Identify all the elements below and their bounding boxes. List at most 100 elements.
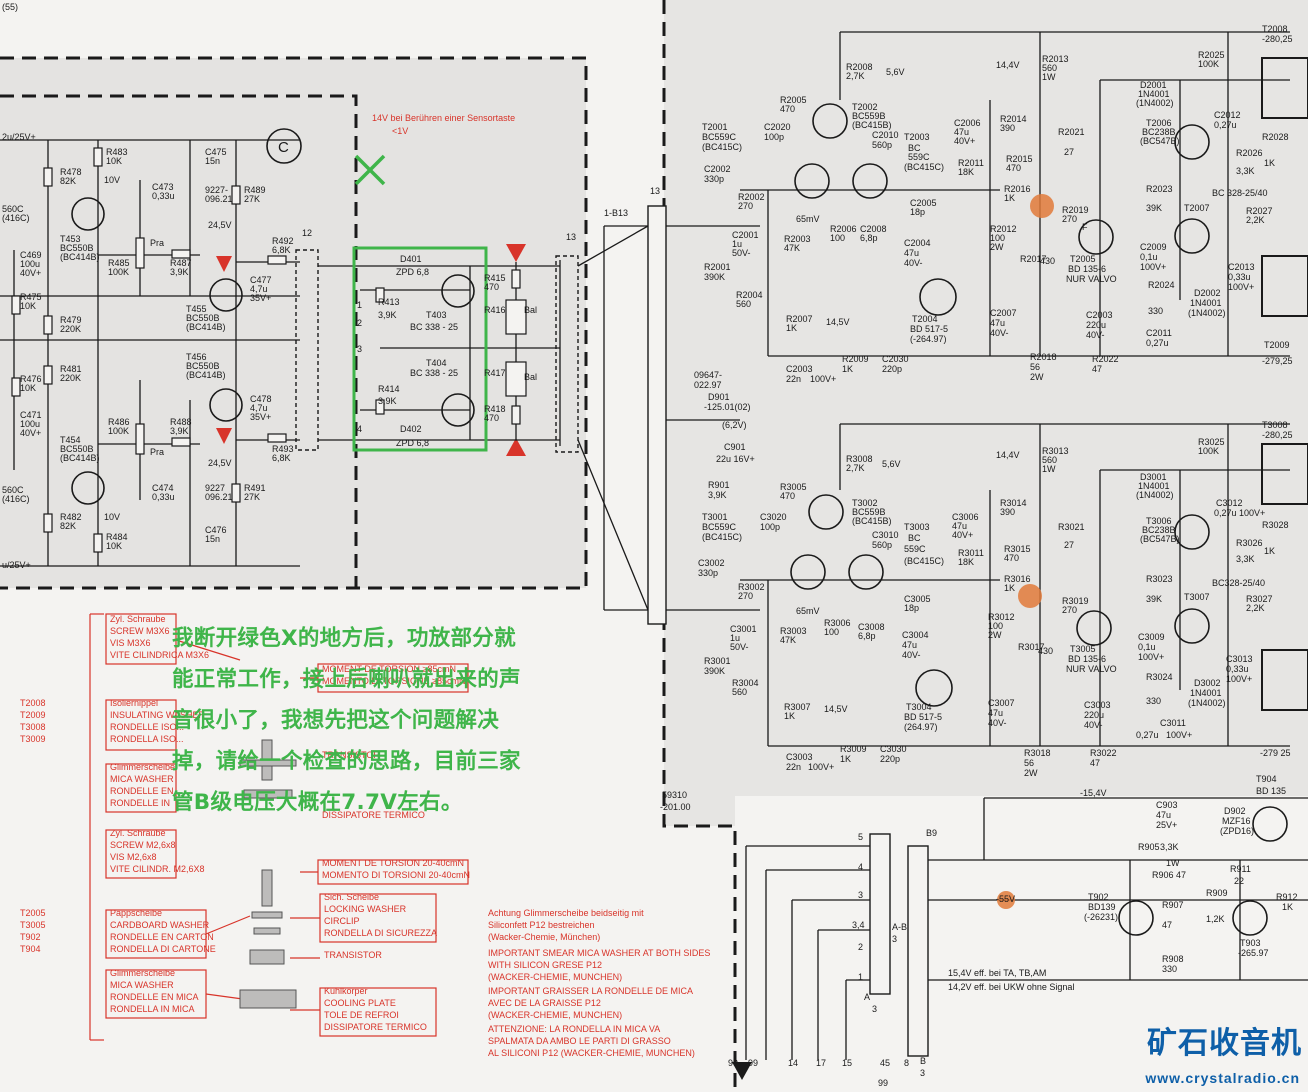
component-label: R2019: [1062, 205, 1089, 215]
component-label: A-B: [892, 922, 907, 932]
component-label: BC559C: [702, 522, 737, 532]
component-label: 47K: [784, 243, 800, 253]
component-label: -280,25: [1262, 430, 1293, 440]
component-label: 1N4001: [1190, 298, 1222, 308]
component-label: 270: [1062, 214, 1077, 224]
component-label: 10K: [20, 301, 36, 311]
component-label: 40V+: [954, 136, 975, 146]
bus-wiring: [577, 225, 760, 611]
component-label: 9227: [205, 483, 225, 493]
component-label: T2007: [1184, 203, 1210, 213]
component-label: 6,8K: [272, 245, 291, 255]
component-label: (BC415C): [904, 556, 944, 566]
component-label: 0,33u: [152, 492, 175, 502]
component-label: R2028: [1262, 132, 1289, 142]
component-label: R911: [1230, 864, 1251, 874]
component-label: C3010: [872, 530, 899, 540]
component-label: C3012: [1216, 498, 1243, 508]
parts-note: IMPORTANT SMEAR MICA WASHER AT BOTH SIDE…: [488, 948, 710, 958]
component-label: 2u/25V+: [2, 132, 36, 142]
component-label: (1N4002): [1136, 490, 1174, 500]
component-label: 2,7K: [846, 71, 865, 81]
component-label: R2021: [1058, 127, 1085, 137]
component-label: R2011: [958, 158, 984, 168]
component-label: 100K: [1198, 59, 1219, 69]
component-label: R2022: [1092, 354, 1119, 364]
component-label: 560: [732, 687, 747, 697]
component-label: (416C): [2, 494, 30, 504]
component-label: 220K: [60, 373, 81, 383]
block-c-label: C: [278, 139, 289, 156]
component-label: R3004: [732, 678, 759, 688]
component-label: 13: [566, 232, 576, 242]
component-label: 18p: [904, 603, 919, 613]
question-line-5: 管B级电压大概在7.7V左右。: [172, 790, 463, 815]
component-label: R485: [108, 258, 130, 268]
component-label: 430: [1038, 646, 1053, 656]
component-label: 40V-: [1084, 720, 1103, 730]
connector-12: [295, 249, 319, 451]
parts-note: T3008: [20, 722, 46, 732]
red-test-markers: [216, 244, 526, 456]
component-label: R2016: [1004, 184, 1031, 194]
component-label: T455: [186, 304, 207, 314]
component-label: D2002: [1194, 288, 1221, 298]
component-label: 50V-: [732, 248, 751, 258]
component-label: (BC547B): [1140, 534, 1180, 544]
component-label: 2: [858, 942, 863, 952]
component-label: 3,9K: [170, 426, 189, 436]
component-label: R2009: [842, 354, 869, 364]
component-label: 1K: [784, 711, 795, 721]
component-label: R2007: [786, 314, 813, 324]
component-label: 40V-: [1086, 330, 1105, 340]
component-label: 18K: [958, 167, 974, 177]
component-label: BC: [908, 533, 921, 543]
sensor-note-line1: 14V bei Berühren einer Sensortaste: [372, 113, 515, 123]
parts-note: T2008: [20, 698, 46, 708]
component-label: 2W: [988, 630, 1002, 640]
component-label: 330p: [704, 174, 724, 184]
psu-transistors: [1118, 806, 1288, 936]
component-label: 5: [858, 832, 863, 842]
parts-note: Sich. Scheibe: [324, 892, 379, 902]
component-label: C473: [152, 182, 174, 192]
parts-note: RONDELLA ISO...: [110, 734, 184, 744]
component-label: R2015: [1006, 154, 1033, 164]
parts-note: MOMENTO DI TORSIONE ≥85cmN: [322, 676, 465, 686]
component-label: R2004: [736, 290, 763, 300]
right-shaded-module: [664, 0, 1308, 826]
component-label: R416: [484, 305, 506, 315]
component-label: 10V: [104, 175, 120, 185]
component-label: 330p: [698, 568, 718, 578]
component-label: BC 328-25/40: [1212, 188, 1268, 198]
parts-note: AVEC DE LA GRAISSE P12: [488, 998, 601, 1008]
component-label: R3012: [988, 612, 1015, 622]
psu-connector-b: [907, 845, 929, 1057]
component-label: 220p: [882, 364, 902, 374]
component-label: T456: [186, 352, 207, 362]
component-label: 82K: [60, 521, 76, 531]
component-label: 47u: [952, 521, 967, 531]
component-label: T2006: [1146, 118, 1172, 128]
middle-components: [375, 269, 527, 425]
component-label: R487: [170, 258, 192, 268]
component-label: 1N4001: [1138, 89, 1170, 99]
component-label: 99: [728, 1058, 738, 1068]
component-label: 40V-: [902, 650, 921, 660]
component-label: R417: [484, 368, 506, 378]
component-label: (6,2V): [722, 420, 747, 430]
component-label: (BC414B): [186, 370, 226, 380]
parts-note: (WACKER-CHEMIE, MUNCHEN): [488, 972, 622, 982]
component-label: 47u: [990, 318, 1005, 328]
component-label: R2018: [1030, 352, 1057, 362]
component-label: 65mV: [796, 214, 820, 224]
component-label: R3018: [1024, 748, 1051, 758]
component-label: R2002: [738, 192, 765, 202]
component-label: C3002: [698, 558, 725, 568]
component-label: 470: [484, 282, 499, 292]
component-label: BC559B: [852, 111, 886, 121]
ground-symbol: [732, 1062, 752, 1080]
component-label: 15n: [205, 156, 220, 166]
